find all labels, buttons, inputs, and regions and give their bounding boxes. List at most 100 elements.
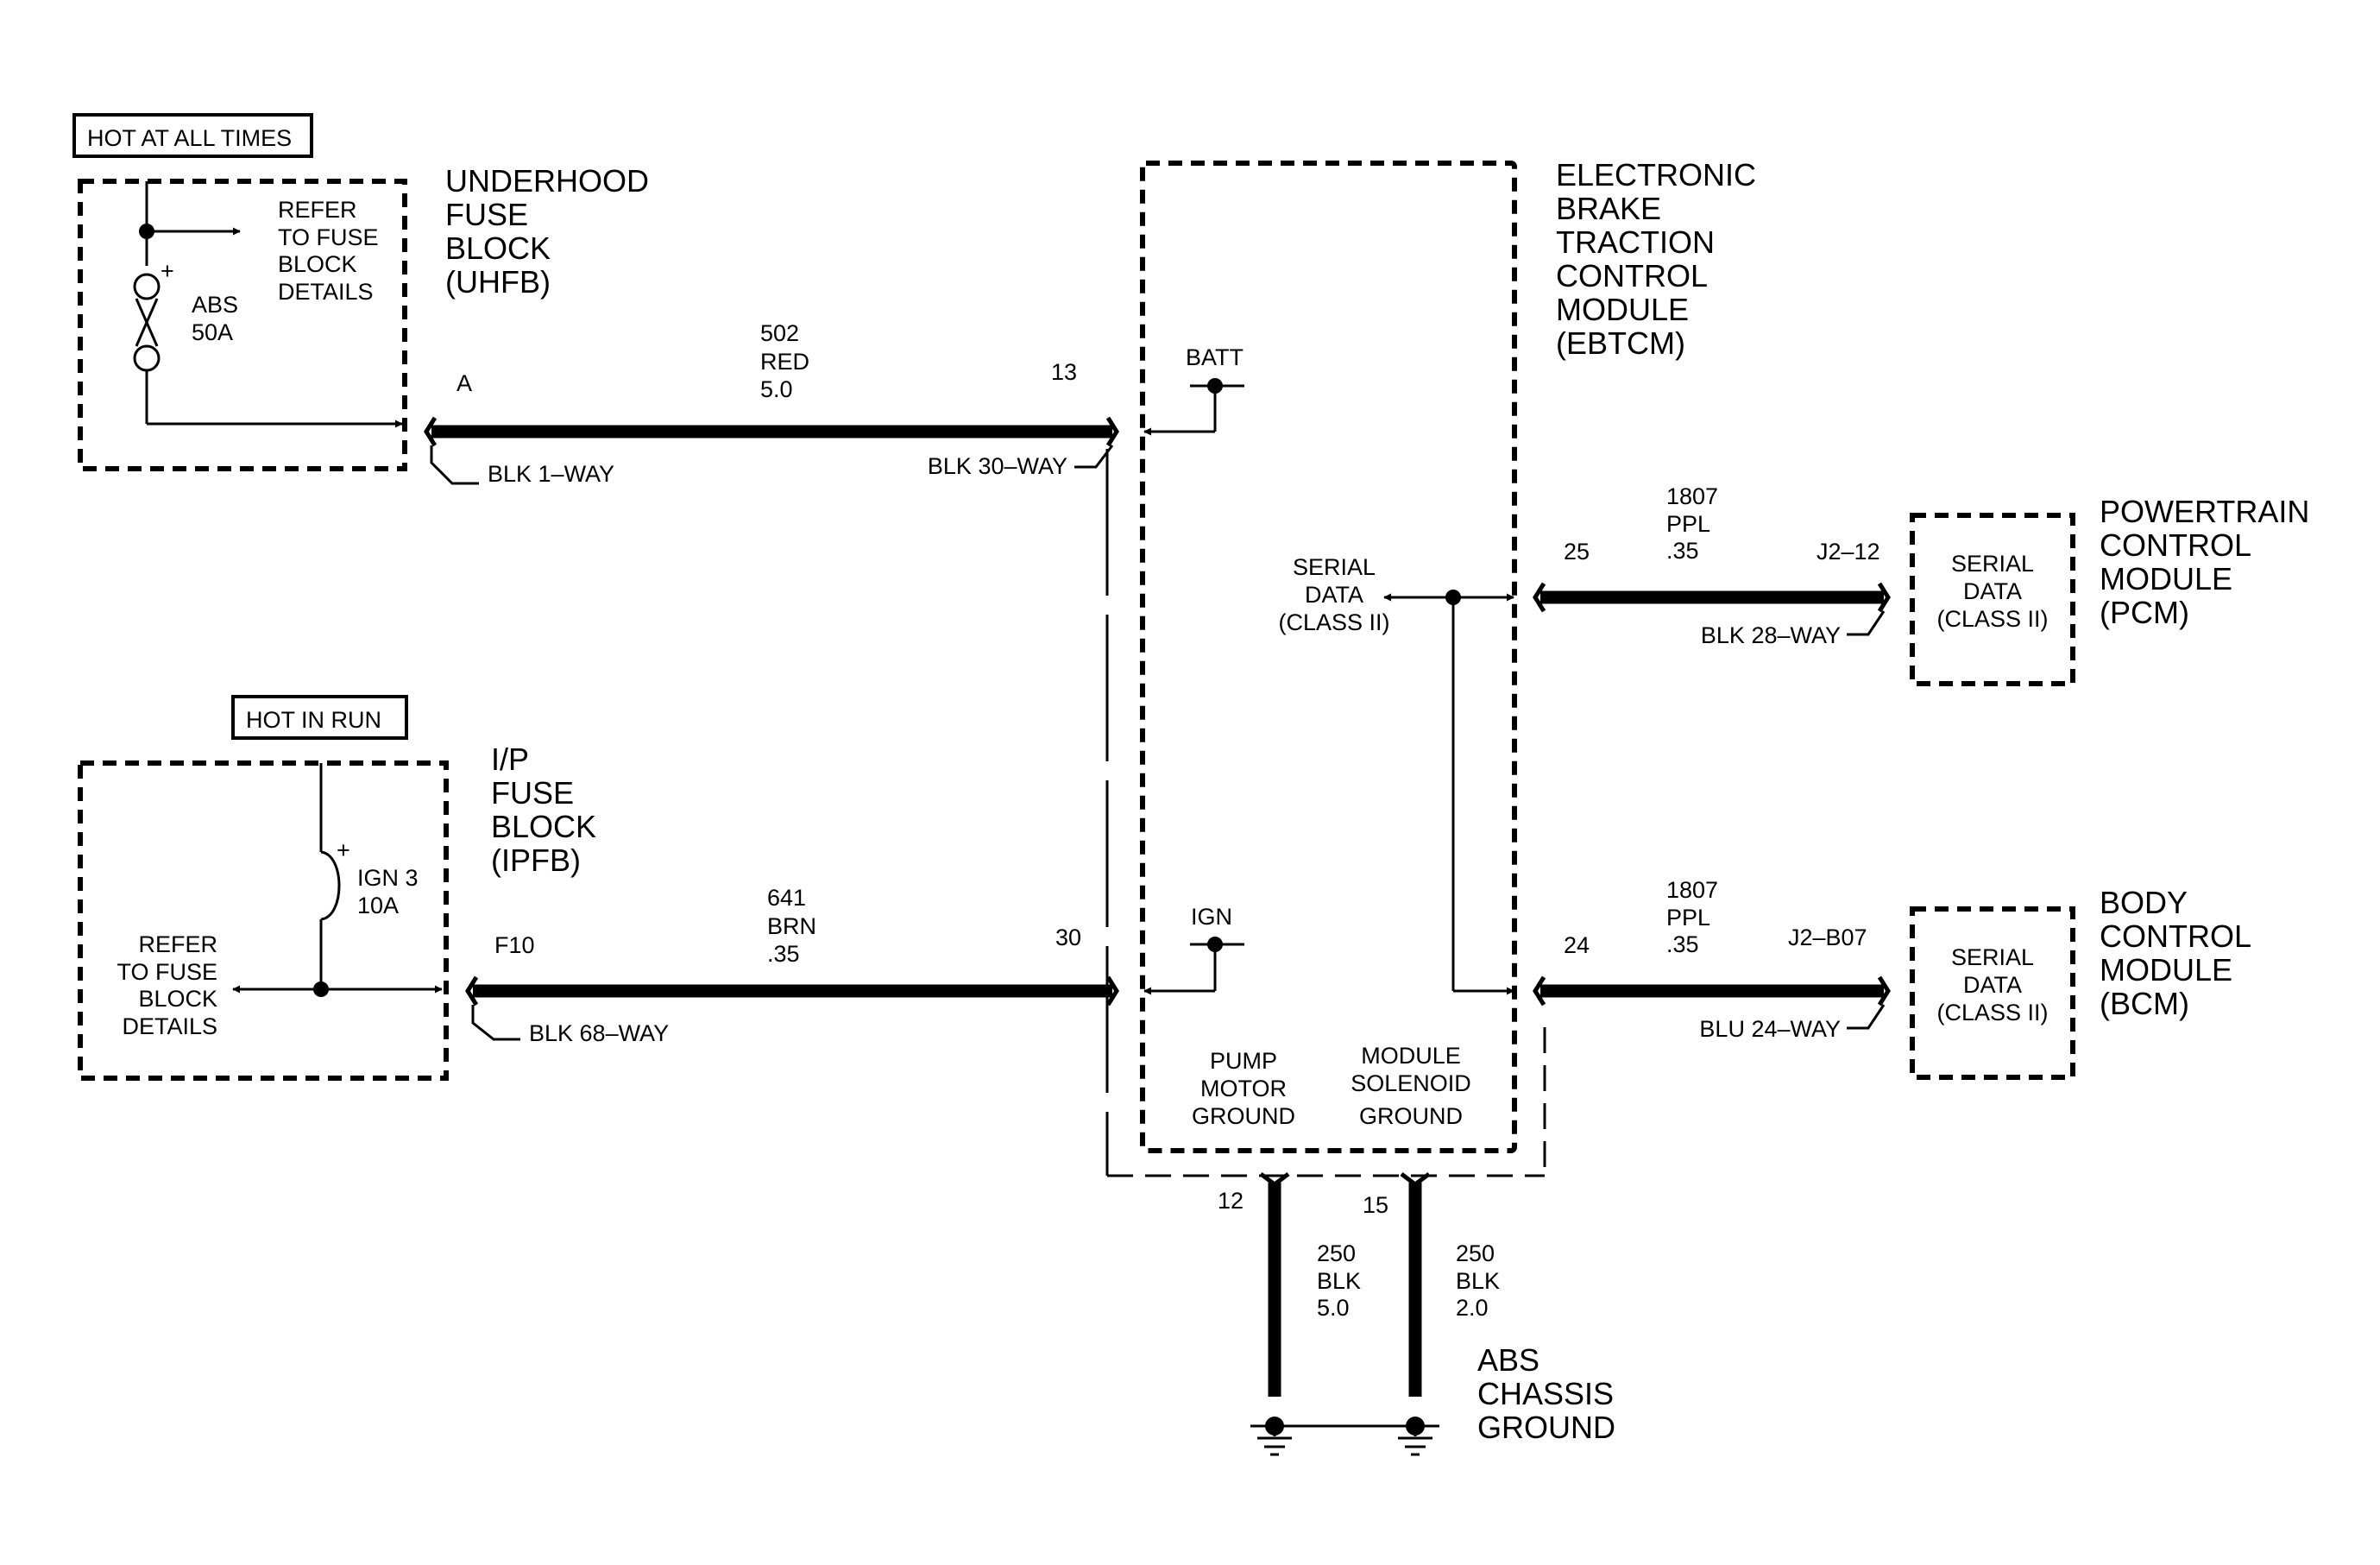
svg-text:MOTOR: MOTOR: [1200, 1076, 1287, 1101]
bcm-module: SERIAL DATA (CLASS II): [1910, 906, 2075, 1080]
svg-text:1807: 1807: [1666, 483, 1718, 509]
svg-text:ABS: ABS: [1477, 1342, 1539, 1378]
svg-text:BLOCK: BLOCK: [445, 230, 551, 266]
bcm-serial-label: SERIAL: [1951, 944, 2034, 970]
pin-15: 15: [1363, 1192, 1388, 1218]
svg-text:TO FUSE: TO FUSE: [278, 224, 379, 250]
abs-fuse-label: ABS: [192, 292, 238, 318]
uhfb-block: + ABS 50A REFER TO FUSE BLOCK DETAILS: [78, 179, 407, 471]
svg-text:POWERTRAIN: POWERTRAIN: [2100, 494, 2309, 529]
ipfb-refer-text: REFER TO FUSE BLOCK DETAILS: [116, 931, 217, 1039]
svg-text:502: 502: [760, 320, 799, 346]
svg-text:REFER: REFER: [138, 931, 217, 957]
svg-text:(PCM): (PCM): [2100, 595, 2189, 630]
svg-text:+: +: [161, 258, 174, 284]
svg-text:REFER: REFER: [278, 197, 357, 223]
svg-text:641: 641: [767, 885, 806, 911]
ign3-fuse-icon: [320, 850, 341, 921]
svg-text:.35: .35: [1666, 931, 1699, 957]
svg-text:DATA: DATA: [1305, 582, 1363, 608]
pcm-title: POWERTRAIN CONTROL MODULE (PCM): [2100, 494, 2309, 630]
pin-f10: F10: [494, 932, 535, 958]
abs-fuse-icon: [133, 273, 161, 372]
svg-text:10A: 10A: [357, 893, 399, 918]
uhfb-title: UNDERHOOD FUSE BLOCK (UHFB): [445, 163, 649, 300]
batt-label: BATT: [1186, 344, 1244, 370]
svg-text:(CLASS II): (CLASS II): [1278, 609, 1389, 635]
ebtcm-connector-outline: [1105, 449, 1546, 1177]
uhfb-connector-label: BLK 1–WAY: [488, 461, 614, 487]
hot-at-all-times-label: HOT AT ALL TIMES: [87, 125, 292, 151]
pin-j2-b07: J2–B07: [1788, 924, 1867, 950]
ebtcm-module: BATT IGN SERIAL DATA (CLASS II) PUMP MOT…: [1140, 161, 1517, 1153]
svg-text:SOLENOID: SOLENOID: [1351, 1070, 1471, 1096]
svg-text:(UHFB): (UHFB): [445, 264, 551, 300]
svg-text:TO FUSE: TO FUSE: [116, 959, 217, 985]
module-solenoid-ground-label: MODULE SOLENOID GROUND: [1351, 1043, 1471, 1129]
svg-text:BLOCK: BLOCK: [138, 986, 217, 1012]
pin-j2-12: J2–12: [1816, 539, 1880, 565]
svg-text:MODULE: MODULE: [2100, 561, 2232, 596]
svg-text:CONTROL: CONTROL: [2100, 918, 2251, 954]
wire-1807-pcm: 25 1807 PPL .35 J2–12 BLK 28–WAY: [1533, 483, 1891, 648]
svg-text:GROUND: GROUND: [1359, 1103, 1463, 1129]
svg-text:BLK: BLK: [1456, 1268, 1500, 1294]
svg-text:DATA: DATA: [1963, 578, 2022, 604]
pin-25: 25: [1564, 539, 1590, 565]
ebtcm-serial-label: SERIAL: [1293, 554, 1376, 580]
svg-text:CHASSIS: CHASSIS: [1477, 1376, 1614, 1411]
wire-641: F10 641 BRN .35 30 BLK 68–WAY: [465, 885, 1119, 1046]
svg-text:I/P: I/P: [491, 741, 529, 777]
svg-text:DATA: DATA: [1963, 972, 2022, 998]
svg-text:50A: 50A: [192, 319, 233, 345]
svg-text:5.0: 5.0: [1317, 1295, 1350, 1321]
svg-text:PUMP: PUMP: [1210, 1048, 1277, 1074]
svg-text:MODULE: MODULE: [1361, 1043, 1461, 1069]
ipfb-block: + IGN 3 10A REFER TO FUSE BLOCK DETAILS: [78, 760, 449, 1081]
pcm-serial-label: SERIAL: [1951, 551, 2034, 577]
pcm-module: SERIAL DATA (CLASS II): [1910, 513, 2075, 686]
pin-a: A: [456, 370, 472, 396]
ebtcm-connector-label: BLK 30–WAY: [928, 453, 1067, 479]
svg-text:TRACTION: TRACTION: [1556, 224, 1715, 260]
svg-text:MODULE: MODULE: [2100, 952, 2232, 988]
svg-text:UNDERHOOD: UNDERHOOD: [445, 163, 649, 199]
svg-text:GROUND: GROUND: [1192, 1103, 1295, 1129]
svg-text:(EBTCM): (EBTCM): [1556, 325, 1685, 361]
ign-label: IGN: [1191, 904, 1232, 930]
svg-text:PPL: PPL: [1666, 905, 1710, 931]
svg-text:FUSE: FUSE: [491, 775, 574, 811]
wire-1807-bcm: 24 1807 PPL .35 J2–B07 BLU 24–WAY: [1533, 877, 1891, 1042]
svg-text:(CLASS II): (CLASS II): [1936, 1000, 2048, 1025]
svg-text:CONTROL: CONTROL: [2100, 527, 2251, 563]
svg-text:250: 250: [1317, 1240, 1356, 1266]
svg-text:BLK: BLK: [1317, 1268, 1361, 1294]
svg-text:ELECTRONIC: ELECTRONIC: [1556, 157, 1756, 192]
svg-text:.35: .35: [1666, 538, 1699, 564]
uhfb-refer-text: REFER TO FUSE BLOCK DETAILS: [278, 197, 379, 305]
svg-text:1807: 1807: [1666, 877, 1718, 903]
svg-text:BRAKE: BRAKE: [1556, 191, 1661, 226]
svg-text:DETAILS: DETAILS: [122, 1013, 217, 1039]
wire-250-solenoid: 15 250 BLK 2.0: [1363, 1172, 1500, 1397]
pump-motor-ground-label: PUMP MOTOR GROUND: [1192, 1048, 1295, 1129]
svg-text:.35: .35: [767, 941, 800, 967]
ipfb-title: I/P FUSE BLOCK (IPFB): [491, 741, 596, 878]
svg-text:BRN: BRN: [767, 913, 816, 939]
svg-text:(BCM): (BCM): [2100, 986, 2189, 1021]
svg-text:BODY: BODY: [2100, 885, 2188, 920]
svg-text:FUSE: FUSE: [445, 197, 528, 232]
svg-text:250: 250: [1456, 1240, 1495, 1266]
ipfb-connector-label: BLK 68–WAY: [529, 1020, 669, 1046]
pin-30: 30: [1055, 924, 1081, 950]
svg-text:DETAILS: DETAILS: [278, 279, 374, 305]
svg-text:2.0: 2.0: [1456, 1295, 1489, 1321]
abs-chassis-ground-title: ABS CHASSIS GROUND: [1477, 1342, 1615, 1445]
pin-24: 24: [1564, 932, 1590, 958]
svg-text:PPL: PPL: [1666, 511, 1710, 537]
ground-icon: [1250, 1417, 1299, 1456]
svg-text:RED: RED: [760, 349, 809, 375]
ebtcm-title: ELECTRONIC BRAKE TRACTION CONTROL MODULE…: [1556, 157, 1756, 361]
bcm-title: BODY CONTROL MODULE (BCM): [2100, 885, 2251, 1021]
